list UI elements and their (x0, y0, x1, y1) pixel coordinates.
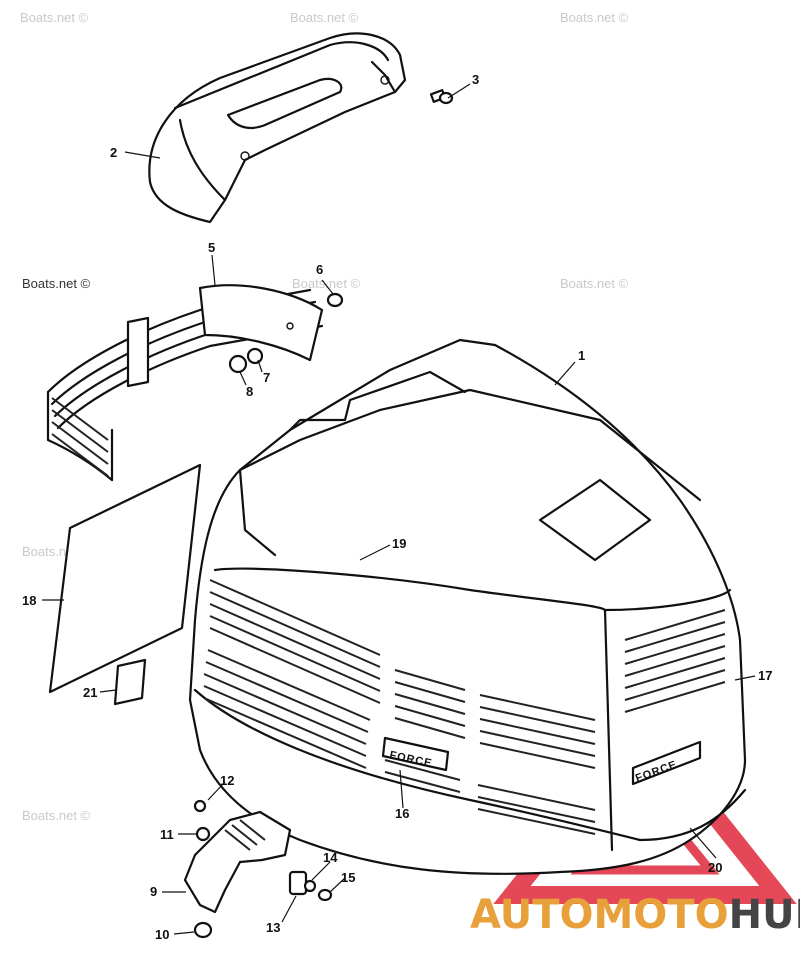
callout-17: 17 (758, 668, 772, 683)
watermark-top-center: Boats.net © (290, 10, 359, 25)
callout-5: 5 (208, 240, 215, 255)
watermark-mid-left: Boats.net © (22, 276, 91, 291)
callout-13: 13 (266, 920, 280, 935)
callout-10: 10 (155, 927, 169, 942)
callout-9: 9 (150, 884, 157, 899)
callout-12: 12 (220, 773, 234, 788)
logo-hub: HUB (729, 892, 800, 938)
part-bracket (183, 799, 333, 939)
callout-16: 16 (395, 806, 409, 821)
callout-1: 1 (578, 348, 585, 363)
callout-18: 18 (22, 593, 36, 608)
callout-20: 20 (708, 860, 722, 875)
callout-7: 7 (263, 370, 270, 385)
watermark-top-right: Boats.net © (560, 10, 629, 25)
callout-8: 8 (246, 384, 253, 399)
callout-21: 21 (83, 685, 97, 700)
part-main-cowl: FORCE FORCE (188, 338, 747, 875)
callout-19: 19 (392, 536, 406, 551)
logo: AUTOMOTOHUB (470, 892, 800, 938)
callout-2: 2 (110, 145, 117, 160)
callout-3: 3 (472, 72, 479, 87)
leader-lines (42, 83, 756, 935)
part-screw-3 (429, 89, 454, 105)
callout-15: 15 (341, 870, 355, 885)
watermark-mid-center: Boats.net © (292, 276, 361, 291)
logo-text: AUTOMOTOHUB (470, 892, 800, 938)
callout-numbers: 1 2 3 5 6 7 8 9 10 11 12 13 14 15 16 17 … (22, 72, 772, 942)
part-screws-6-7-8 (228, 292, 344, 374)
part-panel-18 (48, 463, 202, 706)
logo-auto: AUTO (470, 892, 594, 938)
callout-6: 6 (316, 262, 323, 277)
callout-14: 14 (323, 850, 338, 865)
part-vent-grille (46, 284, 324, 482)
logo-moto: MOTO (594, 892, 729, 938)
cowl-grille-center (384, 669, 466, 793)
cowl-grille-right (477, 609, 726, 835)
cowl-grille-left (203, 579, 381, 769)
watermark-mid-right: Boats.net © (560, 276, 629, 291)
callout-11: 11 (160, 827, 174, 842)
part-handle (148, 32, 407, 224)
watermark-bottom-left: Boats.net © (22, 808, 91, 823)
watermark-top-left: Boats.net © (20, 10, 89, 25)
